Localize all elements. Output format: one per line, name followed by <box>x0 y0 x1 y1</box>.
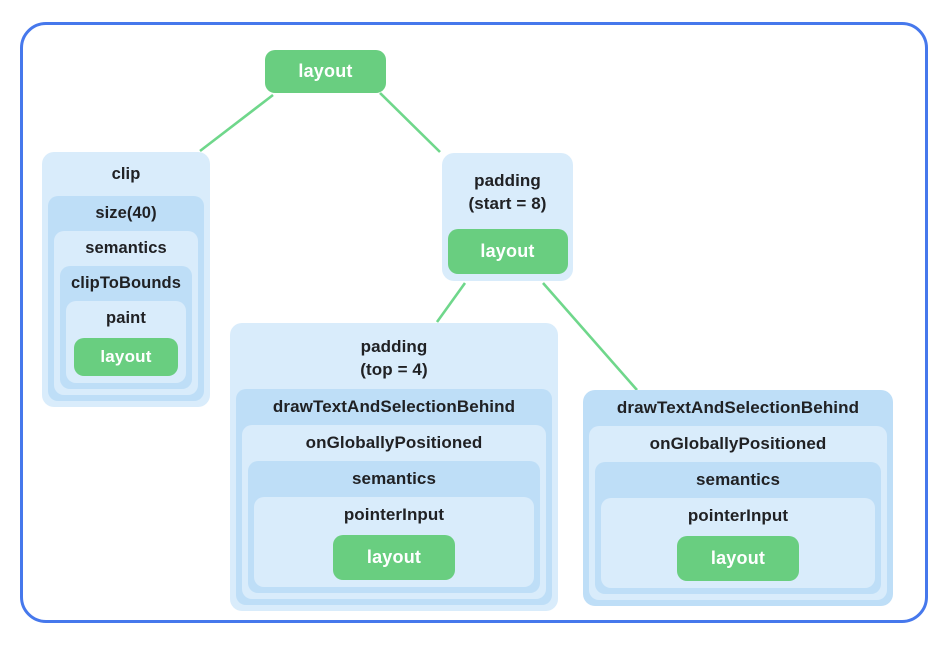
modifier-label: semantics <box>695 470 781 489</box>
title-line-2: (start = 8) <box>468 194 547 213</box>
node-padding-top: padding (top = 4) drawTextAndSelectionBe… <box>230 323 558 611</box>
node-padding-top-title: padding (top = 4) <box>230 323 558 389</box>
modifier-label: clipToBounds <box>71 274 181 292</box>
title-line-1: padding <box>474 171 541 190</box>
modifier-label: onGloballyPositioned <box>305 433 483 452</box>
modifier-label: semantics <box>351 469 437 488</box>
title-line-2: (top = 4) <box>360 360 428 379</box>
modifier-label: onGloballyPositioned <box>649 434 827 453</box>
modifier-box-paint: paint layout <box>66 301 186 383</box>
layout-leaf: layout <box>333 535 455 580</box>
modifier-box-cliptobounds: clipToBounds paint layout <box>60 266 192 389</box>
modifier-box-pointerinput: pointerInput layout <box>254 497 534 587</box>
modifier-box-ongloballypositioned: onGloballyPositioned semantics pointerIn… <box>589 426 887 600</box>
modifier-box-semantics: semantics clipToBounds paint layout <box>54 231 198 395</box>
node-padding-start: padding (start = 8) layout <box>442 153 573 281</box>
layout-leaf: layout <box>677 536 799 581</box>
layout-leaf: layout <box>447 229 568 274</box>
node-clip: clip size(40) semantics clipToBounds pai… <box>42 152 210 407</box>
title-line-1: padding <box>360 337 428 356</box>
node-padding-start-title: padding (start = 8) <box>442 153 573 221</box>
modifier-box-ongloballypositioned: onGloballyPositioned semantics pointerIn… <box>242 425 546 599</box>
modifier-box-size: size(40) semantics clipToBounds paint la… <box>48 196 204 401</box>
modifier-box-semantics: semantics pointerInput layout <box>595 462 881 594</box>
modifier-label: paint <box>106 309 146 327</box>
node-draw-text: drawTextAndSelectionBehind onGloballyPos… <box>583 390 893 606</box>
modifier-label: drawTextAndSelectionBehind <box>272 397 516 416</box>
modifier-label: pointerInput <box>343 505 445 524</box>
modifier-box-semantics: semantics pointerInput layout <box>248 461 540 593</box>
modifier-label: semantics <box>85 239 167 257</box>
modifier-box-pointerinput: pointerInput layout <box>601 498 875 588</box>
node-draw-text-title: drawTextAndSelectionBehind <box>616 398 860 417</box>
modifier-box-drawtext: drawTextAndSelectionBehind onGloballyPos… <box>236 389 552 605</box>
node-root-layout: layout <box>265 50 386 93</box>
layout-leaf: layout <box>74 338 178 376</box>
modifier-label: pointerInput <box>687 506 789 525</box>
node-clip-title: clip <box>111 165 141 183</box>
modifier-label: size(40) <box>95 204 157 222</box>
